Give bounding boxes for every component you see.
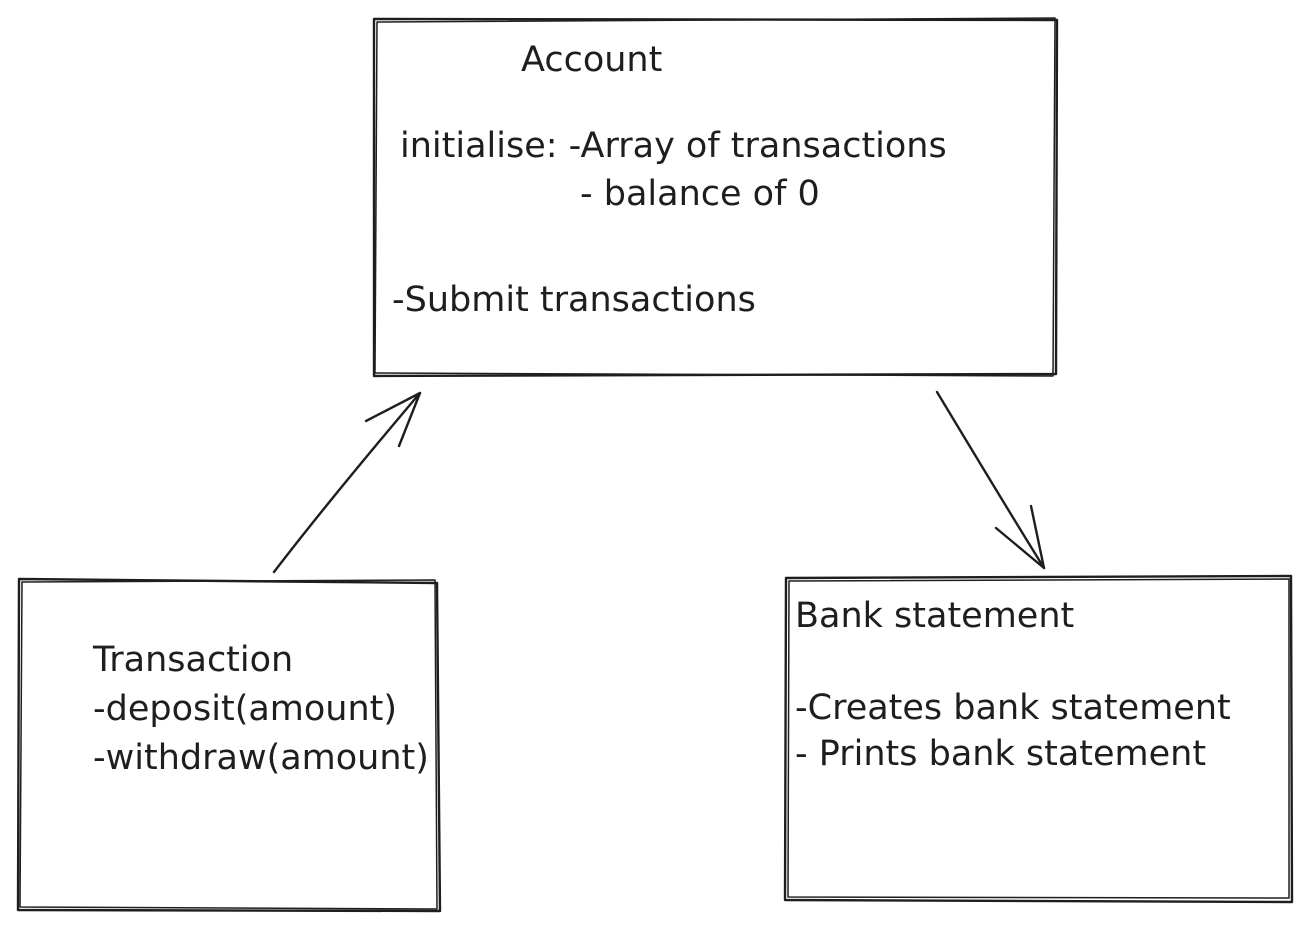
bank-statement-method-prints: - Prints bank statement [795,734,1206,774]
arrow-account-to-bank-statement [935,390,1046,570]
bank-statement-box[interactable] [783,574,1294,904]
account-initialise-label: initialise: -Array of transactions [400,126,947,166]
transaction-method-deposit: -deposit(amount) [93,689,397,729]
account-method-submit: -Submit transactions [392,280,756,320]
account-box[interactable] [372,17,1059,378]
transaction-title: Transaction [92,640,293,680]
account-initialise-balance: - balance of 0 [580,174,820,214]
transaction-box[interactable] [16,577,442,913]
bank-statement-method-creates: -Creates bank statement [795,688,1231,728]
bank-statement-title: Bank statement [795,596,1074,636]
transaction-method-withdraw: -withdraw(amount) [93,738,429,778]
arrow-transaction-to-account [272,391,422,574]
account-title: Account [521,40,662,80]
